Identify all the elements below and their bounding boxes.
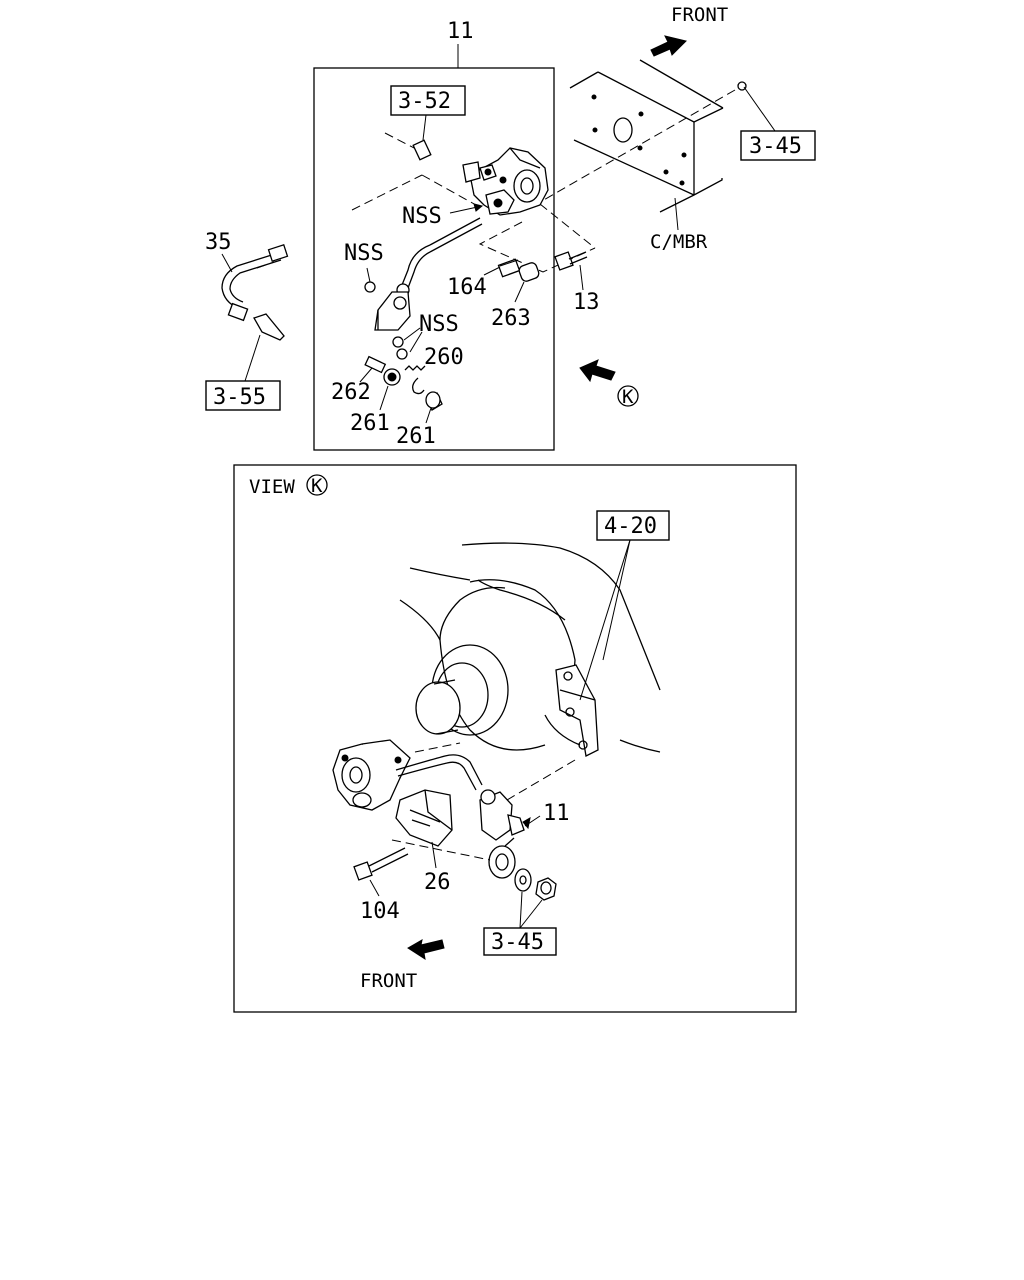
assembly-callout: 11 [447,19,474,44]
front-arrow-icon [650,35,687,57]
cross-member: C/MBR [569,59,724,253]
pipe-35 [221,244,289,341]
view-title: VIEW [249,476,295,498]
front-arrow-top: FRONT [650,4,728,57]
label-164: 164 [447,275,487,300]
nss-label-2: NSS [344,241,384,266]
bottom-view: VIEW K 4-20 [233,464,797,1013]
nss-label-1: NSS [402,204,442,229]
label-13: 13 [573,290,600,315]
part-164 [497,258,521,278]
bushing-bottom [488,837,516,879]
svg-text:3-45: 3-45 [491,930,544,955]
ref-box-3-52[interactable]: 3-52 [390,85,466,116]
view-k-arrow: K [579,359,639,408]
view-k-marker-top [617,385,639,407]
axle-housing [399,542,661,753]
ref-box-3-45-bottom[interactable]: 3-45 [483,927,557,956]
height-control-valve-bottom [332,739,483,811]
bolt-13 [554,251,588,271]
svg-text:3-52: 3-52 [398,89,451,114]
ref-box-3-55[interactable]: 3-55 [205,380,281,411]
nss-label-3: NSS [419,312,459,337]
svg-text:3-45: 3-45 [749,134,802,159]
label-260: 260 [424,345,464,370]
height-control-valve [462,147,549,216]
ref-box-4-20[interactable]: 4-20 [596,510,670,541]
front-label-bottom: FRONT [360,970,417,992]
view-k-marker-bottom [306,474,328,496]
bolt-104 [353,847,409,881]
bushing-261a [383,368,401,386]
washer-nut [514,868,557,901]
svg-text:K: K [622,386,634,408]
label-104: 104 [360,899,400,924]
cmbr-label: C/MBR [650,231,708,253]
mounting-plate [555,664,599,757]
spring-260 [404,365,426,395]
bushing-261b [425,391,443,411]
bracket-26 [395,789,453,847]
assembly-frame [313,67,555,451]
front-arrow-icon-bottom [407,939,445,961]
label-261b: 261 [396,424,436,449]
svg-text:K: K [311,475,323,497]
front-label-top: FRONT [671,4,728,26]
pin-262 [364,355,387,374]
label-262: 262 [331,380,371,405]
label-263: 263 [491,306,531,331]
lever-link [479,789,531,841]
part-263 [518,262,540,282]
svg-text:3-55: 3-55 [213,385,266,410]
label-35: 35 [205,230,232,255]
label-11-bottom: 11 [543,801,570,826]
svg-text:4-20: 4-20 [604,514,657,539]
front-arrow-bottom: FRONT [360,939,445,992]
view-k-frame [233,464,797,1013]
bolt-3-52 [412,139,432,161]
top-view: 11 FRONT C/MBR 3-45 [205,4,816,451]
valve-bracket [374,291,411,331]
nut-nss-2 [364,281,376,293]
ref-box-3-45-top[interactable]: 3-45 [740,130,816,161]
label-261a: 261 [350,411,390,436]
label-26: 26 [424,870,451,895]
